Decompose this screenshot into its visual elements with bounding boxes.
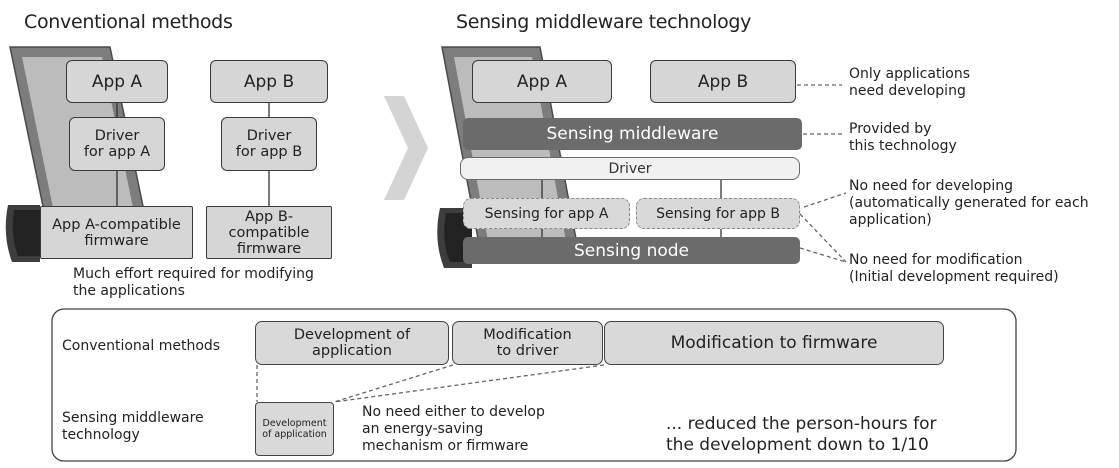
small-dev-line1: Development	[262, 418, 327, 429]
sensing-node-bar: Sensing node	[463, 237, 800, 264]
annotation-apps-line1: Only applications	[849, 66, 971, 82]
right-app-a-box: App A	[472, 60, 612, 103]
annotation-sensing-line2: (automatically generated for each	[849, 195, 1089, 211]
sensing-middleware-label: Sensing middleware	[546, 124, 719, 144]
sensing-app-b-label: Sensing for app B	[656, 205, 780, 222]
timeline-row-conventional-label: Conventional methods	[62, 338, 221, 354]
panel-title-middleware: Sensing middleware technology	[456, 11, 752, 33]
sensing-node-label: Sensing node	[574, 240, 689, 261]
driver-b-box: Driver for app B	[221, 117, 317, 171]
effort-caption: Much effort required for modifying the a…	[73, 266, 314, 300]
annotation-middleware: Provided by this technology	[849, 121, 957, 155]
small-dev-line2: of application	[262, 429, 327, 440]
no-need-note: No need either to develop an energy-savi…	[362, 404, 545, 455]
driver-a-line2: for app A	[83, 144, 151, 160]
annotation-sensing-line1: No need for developing	[849, 178, 1014, 194]
timeline-row-middleware-line2: technology	[62, 427, 140, 443]
timeline-row-middleware-label: Sensing middleware technology	[62, 410, 204, 444]
small-dev-app-box: Development of application	[255, 402, 334, 456]
sensing-middleware-bar: Sensing middleware	[463, 118, 802, 150]
no-need-line1: No need either to develop	[362, 404, 545, 420]
right-app-b-box: App B	[650, 60, 796, 103]
mod-driver-bar: Modification to driver	[452, 321, 603, 365]
app-a-label: App A	[91, 71, 143, 92]
sensing-app-b-box: Sensing for app B	[636, 198, 800, 229]
app-b-box: App B	[210, 60, 328, 103]
driver-b-line1: Driver	[246, 128, 292, 144]
firmware-a-line1: App A-compatible	[52, 216, 181, 233]
smartwatch-icon	[5, 205, 40, 262]
right-arrow-icon	[384, 96, 428, 200]
timeline-row-middleware-line1: Sensing middleware	[62, 410, 204, 426]
no-need-line2: an energy-saving	[362, 421, 484, 437]
effort-caption-line1: Much effort required for modifying	[73, 266, 314, 282]
annotation-node-line1: No need for modification	[849, 252, 1023, 268]
sensing-app-a-box: Sensing for app A	[463, 198, 630, 229]
right-app-b-label: App B	[697, 71, 749, 92]
reduction-line1: ... reduced the person-hours for	[666, 414, 937, 434]
annotation-node: No need for modification (Initial develo…	[849, 252, 1059, 286]
annotation-sensing: No need for developing (automatically ge…	[849, 178, 1089, 229]
annotation-sensing-line3: application)	[849, 212, 932, 228]
mod-firmware-label: Modification to firmware	[670, 333, 878, 353]
annotation-middleware-line2: this technology	[849, 138, 957, 154]
dev-app-bar: Development of application	[255, 321, 449, 365]
no-need-line3: mechanism or firmware	[362, 438, 529, 454]
annotation-middleware-line1: Provided by	[849, 121, 932, 137]
app-a-box: App A	[66, 60, 168, 103]
app-b-label: App B	[243, 71, 295, 92]
mod-driver-line2: to driver	[496, 343, 559, 359]
mod-driver-line1: Modification	[483, 327, 572, 343]
dev-app-line1: Development of	[293, 327, 411, 343]
annotation-node-line2: (Initial development required)	[849, 269, 1059, 285]
panel-title-conventional: Conventional methods	[24, 11, 233, 33]
reduction-line2: the development down to 1/10	[666, 435, 929, 455]
firmware-b-line1: App B-compatible	[228, 208, 310, 241]
firmware-b-box: App B-compatible firmware	[206, 206, 332, 259]
driver-a-box: Driver for app A	[69, 117, 165, 171]
dev-app-line2: application	[312, 343, 392, 359]
mod-firmware-bar: Modification to firmware	[604, 321, 944, 365]
effort-caption-line2: the applications	[73, 283, 185, 299]
right-app-a-label: App A	[516, 71, 568, 92]
annotation-apps-line2: need developing	[849, 83, 966, 99]
driver-bar: Driver	[460, 157, 800, 180]
driver-a-line1: Driver	[94, 128, 140, 144]
reduction-note: ... reduced the person-hours for the dev…	[666, 414, 937, 456]
annotation-apps: Only applications need developing	[849, 66, 970, 100]
firmware-a-line2: firmware	[84, 232, 149, 249]
driver-b-line2: for app B	[235, 144, 303, 160]
driver-label: Driver	[608, 160, 652, 177]
firmware-a-box: App A-compatible firmware	[40, 206, 193, 259]
sensing-app-a-label: Sensing for app A	[484, 205, 609, 222]
firmware-b-line2: firmware	[236, 240, 302, 257]
